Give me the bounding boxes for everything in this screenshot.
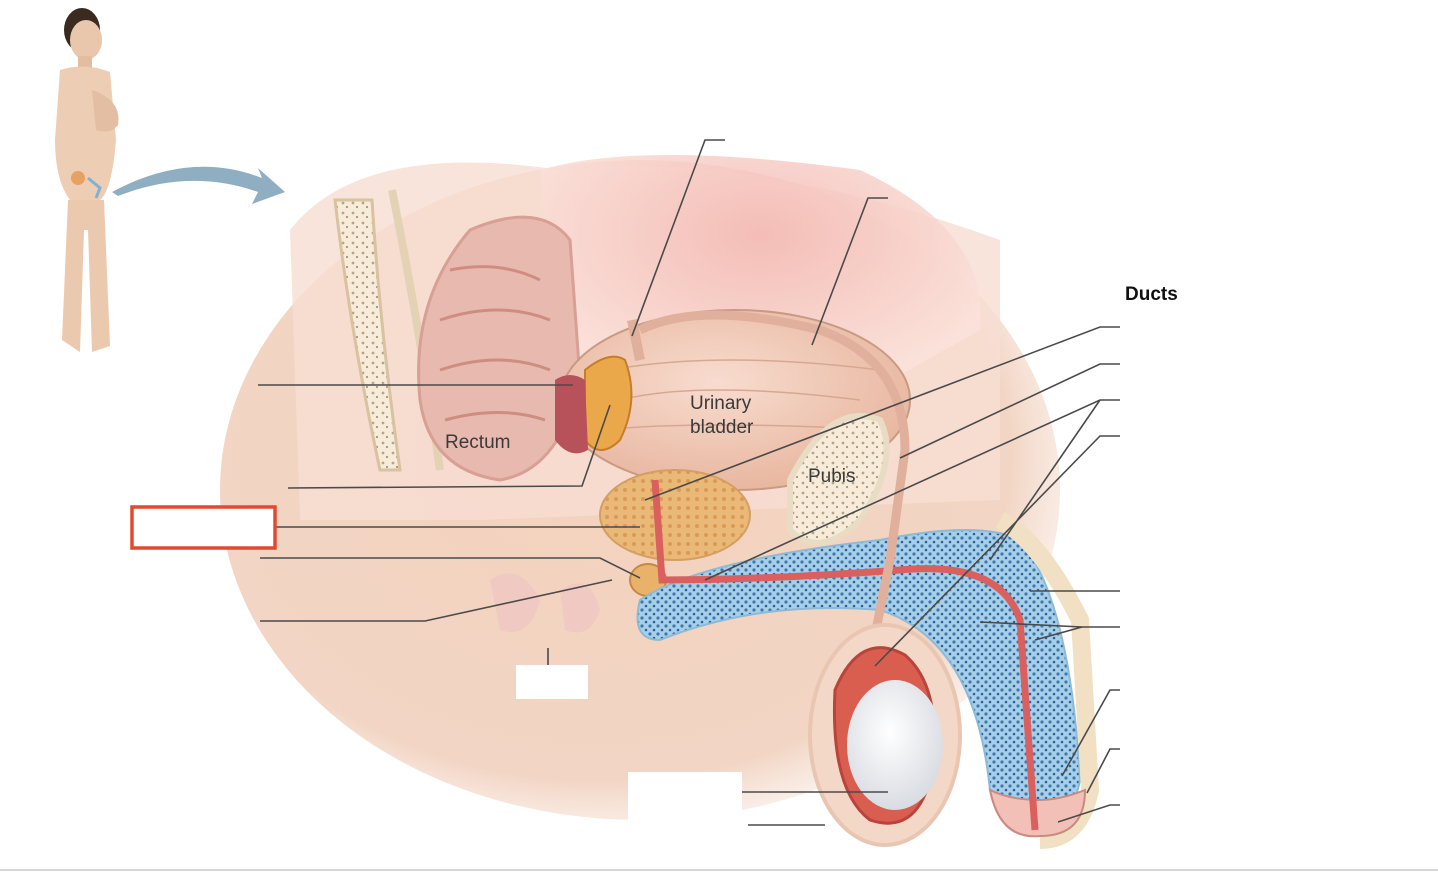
label-rectum: Rectum	[445, 432, 510, 453]
label-bladder: bladder	[690, 417, 754, 438]
leader-line	[989, 399, 1101, 561]
label-ducts-heading: Ducts	[1125, 284, 1178, 305]
leader-line	[631, 139, 725, 337]
blank-label-box[interactable]	[516, 665, 588, 699]
leader-line	[1061, 689, 1120, 777]
leader-line	[1086, 748, 1120, 794]
leader-line	[260, 579, 613, 622]
label-pubis: Pubis	[808, 466, 856, 487]
leader-line	[1034, 626, 1083, 641]
label-urinary: Urinary	[690, 393, 752, 414]
leader-line	[811, 197, 888, 346]
leader-line	[287, 404, 611, 489]
leader-line	[874, 435, 1120, 667]
full-body-figure	[55, 8, 119, 352]
leader-line	[1057, 804, 1120, 823]
blank-label-box[interactable]	[628, 772, 742, 852]
leader-line	[260, 557, 641, 579]
bottom-leader-lines	[547, 648, 888, 826]
leader-line	[899, 363, 1120, 459]
cross-section	[220, 155, 1100, 849]
highlighted-label-box[interactable]	[130, 505, 277, 550]
zoom-arrow	[112, 166, 285, 204]
leader-line	[644, 326, 1120, 501]
right-leader-lines	[631, 139, 1120, 823]
left-leader-lines	[258, 384, 641, 622]
